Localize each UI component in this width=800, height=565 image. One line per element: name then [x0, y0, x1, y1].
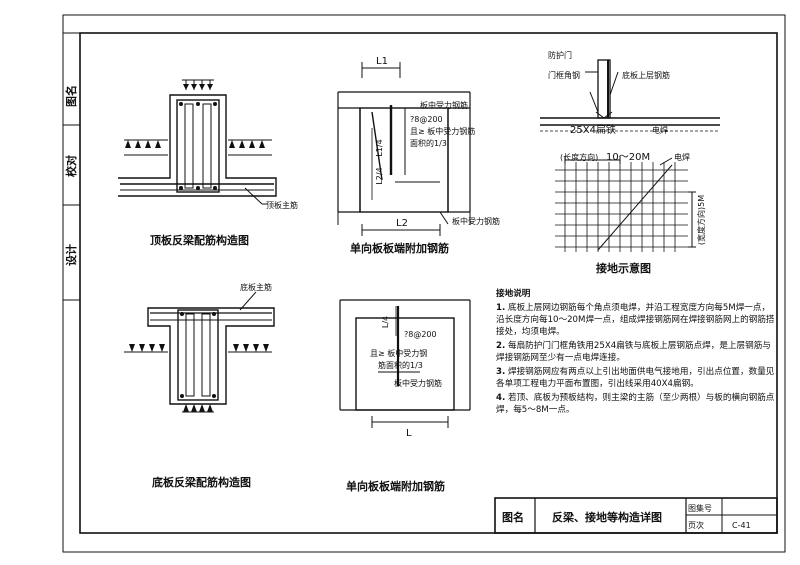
- panel4-title: 底板反梁配筋构造图: [152, 475, 251, 489]
- panel2-callout: 板中受力钢筋: [452, 216, 500, 226]
- panel5-callout: 板中受力钢筋: [394, 378, 442, 388]
- title-label-sheet: 页次: [688, 520, 704, 530]
- panel3-label-weld: 电焊: [652, 125, 668, 135]
- grounding-notes: 接地说明 1. 底板上层网边钢筋每个角点须电焊，并沿工程宽度方向每5M焊一点，沿…: [496, 288, 776, 418]
- title-label-name: 图名: [502, 510, 524, 524]
- panel3-title: 接地示意图: [596, 261, 651, 275]
- side-cell-design: 设计: [64, 244, 78, 266]
- side-cell-check: 校对: [64, 155, 78, 177]
- notes-item-num: 1.: [496, 303, 506, 313]
- panel2-dim-bottom: L2: [396, 218, 408, 229]
- panel5-note-a: 且≥ 板中受力钢: [370, 348, 427, 358]
- title-block: [494, 497, 778, 534]
- panel3-label-weld2: 电焊: [674, 152, 690, 162]
- panel3-label-door-frame: 门框角钢: [548, 70, 580, 80]
- panel1-diagram: [118, 79, 277, 205]
- panel4-callout: 底板主筋: [240, 282, 272, 292]
- title-label-atlas: 图集号: [688, 503, 712, 513]
- notes-item-num: 3.: [496, 367, 506, 377]
- notes-item-num: 2.: [496, 341, 506, 351]
- panel1-title: 顶板反梁配筋构造图: [150, 233, 249, 247]
- panel3-label-flat-steel: 25X4扁铁: [570, 123, 616, 136]
- panel5-spec: ?8@200: [404, 330, 437, 339]
- panel5-diagram: [339, 299, 471, 428]
- panel1-callout: 顶板主筋: [266, 200, 298, 210]
- panel3-label-base-rebar: 底板上层钢筋: [622, 70, 670, 80]
- panel5-note-b: 筋面积的1/3: [378, 360, 423, 370]
- panel5-dim-left: L/4: [381, 316, 390, 328]
- panel3-spacing-width: (宽度方向)5M: [696, 195, 706, 245]
- notes-item-text: 底板上层网边钢筋每个角点须电焊，并沿工程宽度方向每5M焊一点，沿长度方向每10～…: [496, 303, 775, 337]
- side-strip: 图名 校对 设计: [62, 32, 81, 301]
- notes-item: 4. 若顶、底板为预板结构，则主梁的主筋（至少两根）与板的横向钢筋点焊，每5～8…: [496, 392, 776, 416]
- panel5-title: 单向板板端附加钢筋: [346, 479, 445, 493]
- panel2-dim-top: L1: [376, 56, 388, 67]
- notes-item: 3. 焊接钢筋网应有两点以上引出地面供电气接地用，引出点位置，数量见各单项工程电…: [496, 366, 776, 390]
- panel2-title: 单向板板端附加钢筋: [350, 241, 449, 255]
- notes-item-text: 每扇防护门门框角铁用25X4扁铁与底板上层钢筋点焊，是上层钢筋与焊接钢筋网至少有…: [496, 341, 771, 363]
- panel3-label-length-dir: (长度方向): [560, 152, 598, 162]
- panel3-diagram: [540, 59, 720, 252]
- notes-item-num: 4.: [496, 393, 506, 403]
- panel2-diagram: [337, 62, 471, 236]
- panel5-dim-bottom: L: [406, 428, 412, 439]
- panel3-spacing-length: 10～20M: [606, 152, 650, 163]
- panel2-spec: ?8@200: [410, 115, 443, 124]
- drawing-title: 反梁、接地等构造详图: [552, 510, 662, 524]
- panel2-dim-left-top: L1/4: [375, 139, 384, 156]
- notes-item-text: 焊接钢筋网应有两点以上引出地面供电气接地用，引出点位置，数量见各单项工程电力平面…: [496, 367, 775, 389]
- notes-item-text: 若顶、底板为预板结构，则主梁的主筋（至少两根）与板的横向钢筋点焊，每5～8M一点…: [496, 393, 775, 415]
- title-sheet-no: C-41: [732, 521, 751, 530]
- panel2-note1: 板中受力钢筋: [420, 100, 468, 110]
- notes-heading: 接地说明: [496, 289, 531, 299]
- panel2-dim-left-bottom: L2/4: [375, 167, 384, 184]
- notes-item: 1. 底板上层网边钢筋每个角点须电焊，并沿工程宽度方向每5M焊一点，沿长度方向每…: [496, 302, 776, 338]
- panel3-label-guard-door: 防护门: [548, 50, 572, 60]
- panel2-note2a: 且≥ 板中受力钢筋: [410, 126, 475, 136]
- side-cell-name: 图名: [64, 85, 78, 107]
- panel2-note2b: 面积的1/3: [410, 138, 447, 148]
- notes-item: 2. 每扇防护门门框角铁用25X4扁铁与底板上层钢筋点焊，是上层钢筋与焊接钢筋网…: [496, 340, 776, 364]
- panel4-diagram: [124, 291, 275, 413]
